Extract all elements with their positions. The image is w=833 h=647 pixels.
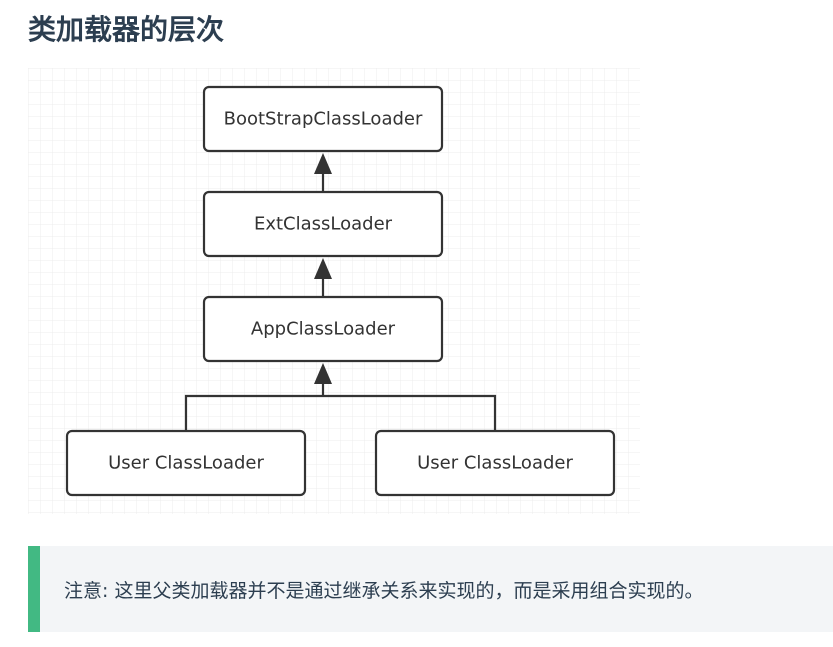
node-label: BootStrapClassLoader xyxy=(224,109,423,130)
edge-users-to-app xyxy=(184,363,497,431)
node-label: User ClassLoader xyxy=(108,453,264,474)
node-ext-classloader: ExtClassLoader xyxy=(202,190,444,258)
node-bootstrap-classloader: BootStrapClassLoader xyxy=(202,85,444,153)
diagram-canvas: BootStrapClassLoader ExtClassLoader AppC… xyxy=(28,68,640,514)
node-label: User ClassLoader xyxy=(417,453,573,474)
node-user-classloader-right: User ClassLoader xyxy=(374,429,616,497)
classloader-hierarchy-diagram: BootStrapClassLoader ExtClassLoader AppC… xyxy=(28,68,640,514)
node-user-classloader-left: User ClassLoader xyxy=(65,429,307,497)
node-label: AppClassLoader xyxy=(251,319,396,340)
node-label: ExtClassLoader xyxy=(254,214,393,235)
edge-app-to-ext xyxy=(314,258,332,297)
node-app-classloader: AppClassLoader xyxy=(202,295,444,363)
note-callout: 注意: 这里父类加载器并不是通过继承关系来实现的，而是采用组合实现的。 xyxy=(28,546,833,632)
edge-ext-to-bootstrap xyxy=(314,153,332,192)
page-title: 类加载器的层次 xyxy=(28,13,225,46)
note-text: 注意: 这里父类加载器并不是通过继承关系来实现的，而是采用组合实现的。 xyxy=(64,579,704,602)
